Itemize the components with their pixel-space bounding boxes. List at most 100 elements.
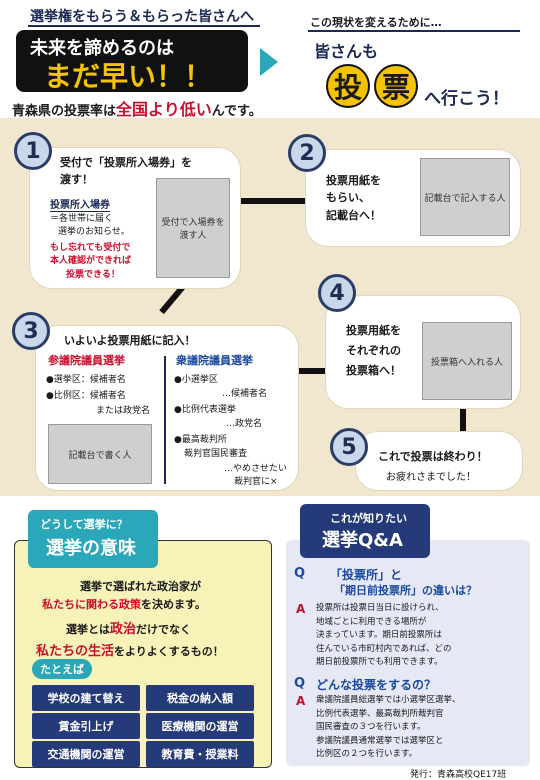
qa-panel [286, 540, 530, 766]
step1-text2: 渡す！ [60, 173, 93, 186]
right-tail: へ行こう！ [424, 89, 509, 109]
step3-r1: ●小選挙区 [174, 375, 218, 385]
step2-text1: 投票用紙を [326, 174, 381, 187]
right-small: この現状を変えるために… [310, 16, 442, 29]
step3-r3: ●比例代表選挙 [174, 405, 236, 415]
q2-line1: どんな投票をするの？ [316, 678, 437, 692]
qa-tag [300, 504, 430, 558]
title-line2: まだ早い！！ [44, 60, 213, 93]
meaning-p4-b: をよりよくするもの！ [114, 645, 224, 658]
connector-1-2 [232, 198, 312, 204]
step1-figure-caption: 受付で入場券を渡す人 [161, 218, 225, 241]
a2-line: 参議院議員通常選挙では選挙区と [316, 735, 444, 746]
q2-mark: Q [294, 676, 306, 691]
step3-r2: …候補者名 [222, 389, 268, 399]
step3-left-title: 参議院議員選挙 [48, 354, 125, 367]
step2-figure: 記載台で記入する人 [420, 158, 510, 236]
example-chip-2: 税金の納入額 [146, 685, 254, 711]
vote-char-2: 票 [374, 64, 418, 108]
step2-text3: 記載台へ！ [326, 209, 381, 222]
example-label: たとえば [32, 659, 92, 679]
qa-tag-big: 選挙Q&A [322, 530, 403, 551]
step3-l2: ●比例区：候補者名 [46, 391, 126, 401]
step1-red2: 本人確認ができれば [50, 256, 132, 266]
arrow-icon [260, 48, 278, 76]
meaning-p4-a: 私たちの生活 [36, 644, 115, 659]
step1-number: 1 [14, 132, 52, 170]
step2-figure-caption: 記載台で記入する人 [424, 193, 506, 204]
a1-line: 決まっています。期日前投票所は [316, 630, 442, 640]
step3-number: 3 [12, 312, 50, 350]
step2-number: 2 [288, 134, 326, 172]
step4-figure: 投票箱へ入れる人 [422, 322, 512, 400]
meaning-p3-a: 選挙とは [66, 623, 110, 636]
step4-figure-caption: 投票箱へ入れる人 [430, 357, 503, 368]
step3-r5: ●最高裁判所 [174, 435, 227, 445]
step2-text2: もらい、 [326, 191, 370, 204]
step4-text3: 投票箱へ！ [346, 364, 401, 377]
step3-l3: または政党名 [96, 406, 151, 416]
meaning-p1: 選挙で選ばれた政治家が [80, 580, 201, 593]
a1-text: 投票所は投票日当日に設けられ、 地域ごとに利用できる場所が 決まっています。期日… [316, 602, 452, 670]
a2-line: 比例区の２つを行います。 [316, 749, 418, 759]
meaning-tag [28, 510, 158, 568]
connector-4-5 [460, 408, 466, 438]
meaning-tag-small: どうして選挙に？ [40, 518, 128, 531]
step5-number: 5 [330, 428, 368, 466]
a1-line: 住んでいる市町村内であれば、どの [316, 643, 452, 654]
stat-highlight: 全国より低い [116, 100, 212, 121]
meaning-p3-c: だけでなく [136, 623, 192, 636]
footer-credit: 発行：青森高校QE17班 [410, 770, 507, 780]
header-subtitle: 選挙権をもらう＆もらった皆さんへ [30, 9, 254, 25]
step1-red1: もし忘れても受付で [50, 243, 131, 253]
step1-figure: 受付で入場券を渡す人 [156, 178, 230, 278]
a2-mark: A [296, 694, 306, 708]
q1-line1: 「投票所」と [330, 568, 403, 582]
step4-text2: それぞれの [346, 344, 401, 357]
step5-text1: これで投票は終わり！ [378, 450, 488, 463]
step1-ticket: 投票所入場券 [50, 196, 110, 212]
meaning-p3: 選挙とは政治だけでなく [66, 618, 191, 637]
title-box [16, 30, 248, 92]
meaning-p2-highlight: 私たちに関わる政策 [42, 598, 141, 611]
step3-figure: 記載台で書く人 [48, 424, 152, 484]
q1-line2: 「期日前投票所」の違いは？ [334, 584, 477, 597]
step5-card [356, 432, 522, 490]
a2-line: 国民審査の３つを行います。 [316, 722, 426, 732]
step3-r8: 裁判官に× [234, 477, 278, 487]
step1-note1: ＝各世帯に届く [50, 214, 114, 224]
step1-red3: 投票できる！ [66, 270, 120, 280]
right-small-underline [308, 30, 520, 32]
step4-text1: 投票用紙を [346, 324, 401, 337]
a2-line: 比例代表選挙、最高裁判所裁判官 [316, 708, 444, 719]
stat-line: 青森県の投票率は全国より低いんです。 [12, 96, 262, 121]
step1-text1: 受付で「投票所入場券」を [60, 156, 192, 169]
subtitle-underline [28, 25, 260, 27]
example-chip-3: 賃金引上げ [32, 713, 140, 739]
right-line1: 皆さんも [314, 42, 379, 61]
step3-divider [164, 356, 166, 484]
step4-number: 4 [318, 274, 356, 312]
meaning-p3-b: 政治 [110, 622, 137, 637]
qa-tag-small: これが知りたい [330, 512, 407, 525]
title-line1: 未来を諦めるのは [30, 38, 174, 59]
a1-line: 期日前投票所でも利用できます。 [316, 657, 443, 667]
step3-r7: …やめさせたい [224, 464, 288, 474]
vote-char-1: 投 [326, 64, 370, 108]
q1-mark: Q [294, 566, 306, 581]
step3-heading: いよいよ投票用紙に記入！ [64, 334, 196, 347]
step3-l1: ●選挙区：候補者名 [46, 375, 126, 385]
example-chip-6: 教育費・授業料 [146, 741, 254, 767]
connector-3-4 [286, 368, 326, 374]
step3-figure-caption: 記載台で書く人 [68, 450, 132, 461]
a1-line: 地域ごとに利用できる場所が [316, 616, 427, 627]
meaning-p2: 私たちに関わる政策を決めます。 [42, 596, 206, 612]
a2-line: 衆議院議員総選挙では小選挙区選挙、 [316, 695, 461, 705]
a1-mark: A [296, 602, 306, 616]
stat-prefix: 青森県の投票率は [12, 104, 117, 119]
example-chip-5: 交通機関の運営 [32, 741, 140, 767]
stat-suffix: んです。 [211, 104, 262, 119]
step1-note2: 選挙のお知らせ。 [58, 227, 130, 237]
step5-text2: お疲れさまでした！ [386, 472, 476, 483]
a2-text: 衆議院議員総選挙では小選挙区選挙、 比例代表選挙、最高裁判所裁判官 国民審査の３… [316, 694, 461, 762]
